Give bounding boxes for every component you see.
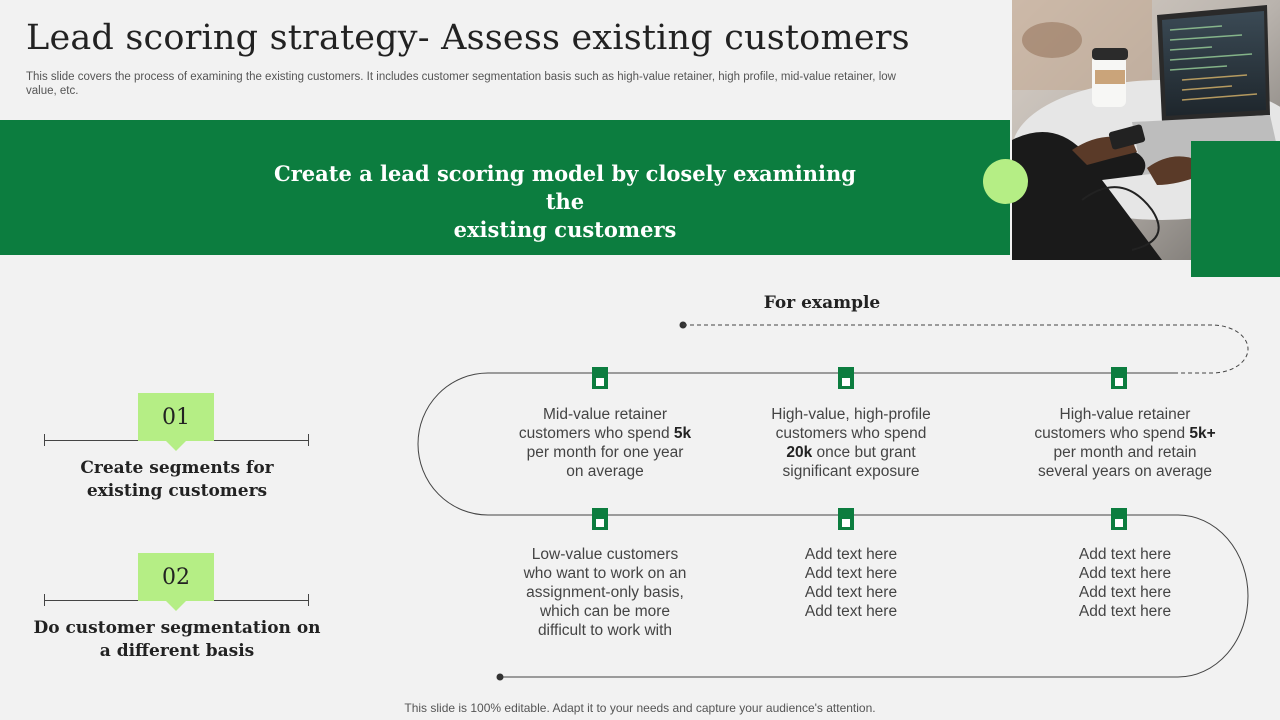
footer-note: This slide is 100% editable. Adapt it to…	[0, 701, 1280, 715]
card-6-line-1: Add text here	[1025, 545, 1225, 564]
card-3-line-3: per month and retain	[1015, 443, 1235, 462]
timeline-node-6	[1111, 508, 1127, 530]
card-3-line-4: several years on average	[1015, 462, 1235, 481]
timeline-node-4	[592, 508, 608, 530]
card-5-line-1: Add text here	[751, 545, 951, 564]
timeline-node-1	[592, 367, 608, 389]
card-2-line-4: significant exposure	[751, 462, 951, 481]
card-3-amount: 5k+	[1189, 425, 1215, 442]
card-4-line-5: difficult to work with	[505, 621, 705, 640]
timeline-end-dot	[497, 674, 504, 681]
card-3-line-2: customers who spend 5k+	[1015, 424, 1235, 443]
card-2-amount: 20k	[786, 444, 812, 461]
timeline-node-2	[838, 367, 854, 389]
card-2-line-3: 20k once but grant	[751, 443, 951, 462]
card-4-line-3: assignment-only basis,	[505, 583, 705, 602]
placeholder-card-5: Add text here Add text here Add text her…	[751, 545, 951, 621]
timeline-node-3	[1111, 367, 1127, 389]
segment-card-high-value-retainer: High-value retainer customers who spend …	[1015, 405, 1235, 481]
card-1-line-2: customers who spend 5k	[505, 424, 705, 443]
card-1-amount: 5k	[674, 425, 691, 442]
card-1-line-2-text: customers who spend	[519, 425, 674, 442]
card-5-line-4: Add text here	[751, 602, 951, 621]
card-5-line-3: Add text here	[751, 583, 951, 602]
card-6-line-4: Add text here	[1025, 602, 1225, 621]
card-1-line-3: per month for one year	[505, 443, 705, 462]
card-6-line-3: Add text here	[1025, 583, 1225, 602]
segment-card-mid-value: Mid-value retainer customers who spend 5…	[505, 405, 705, 481]
card-2-line-3-text: once but grant	[812, 444, 915, 461]
card-4-line-1: Low-value customers	[505, 545, 705, 564]
card-4-line-4: which can be more	[505, 602, 705, 621]
card-1-line-1: Mid-value retainer	[505, 405, 705, 424]
card-2-line-1: High-value, high-profile	[751, 405, 951, 424]
card-5-line-2: Add text here	[751, 564, 951, 583]
card-6-line-2: Add text here	[1025, 564, 1225, 583]
segment-card-low-value: Low-value customers who want to work on …	[505, 545, 705, 640]
card-3-line-2-text: customers who spend	[1034, 425, 1189, 442]
timeline-node-5	[838, 508, 854, 530]
segment-card-high-profile: High-value, high-profile customers who s…	[751, 405, 951, 481]
card-1-line-4: on average	[505, 462, 705, 481]
card-2-line-2: customers who spend	[751, 424, 951, 443]
card-4-line-2: who want to work on an	[505, 564, 705, 583]
card-3-line-1: High-value retainer	[1015, 405, 1235, 424]
placeholder-card-6: Add text here Add text here Add text her…	[1025, 545, 1225, 621]
